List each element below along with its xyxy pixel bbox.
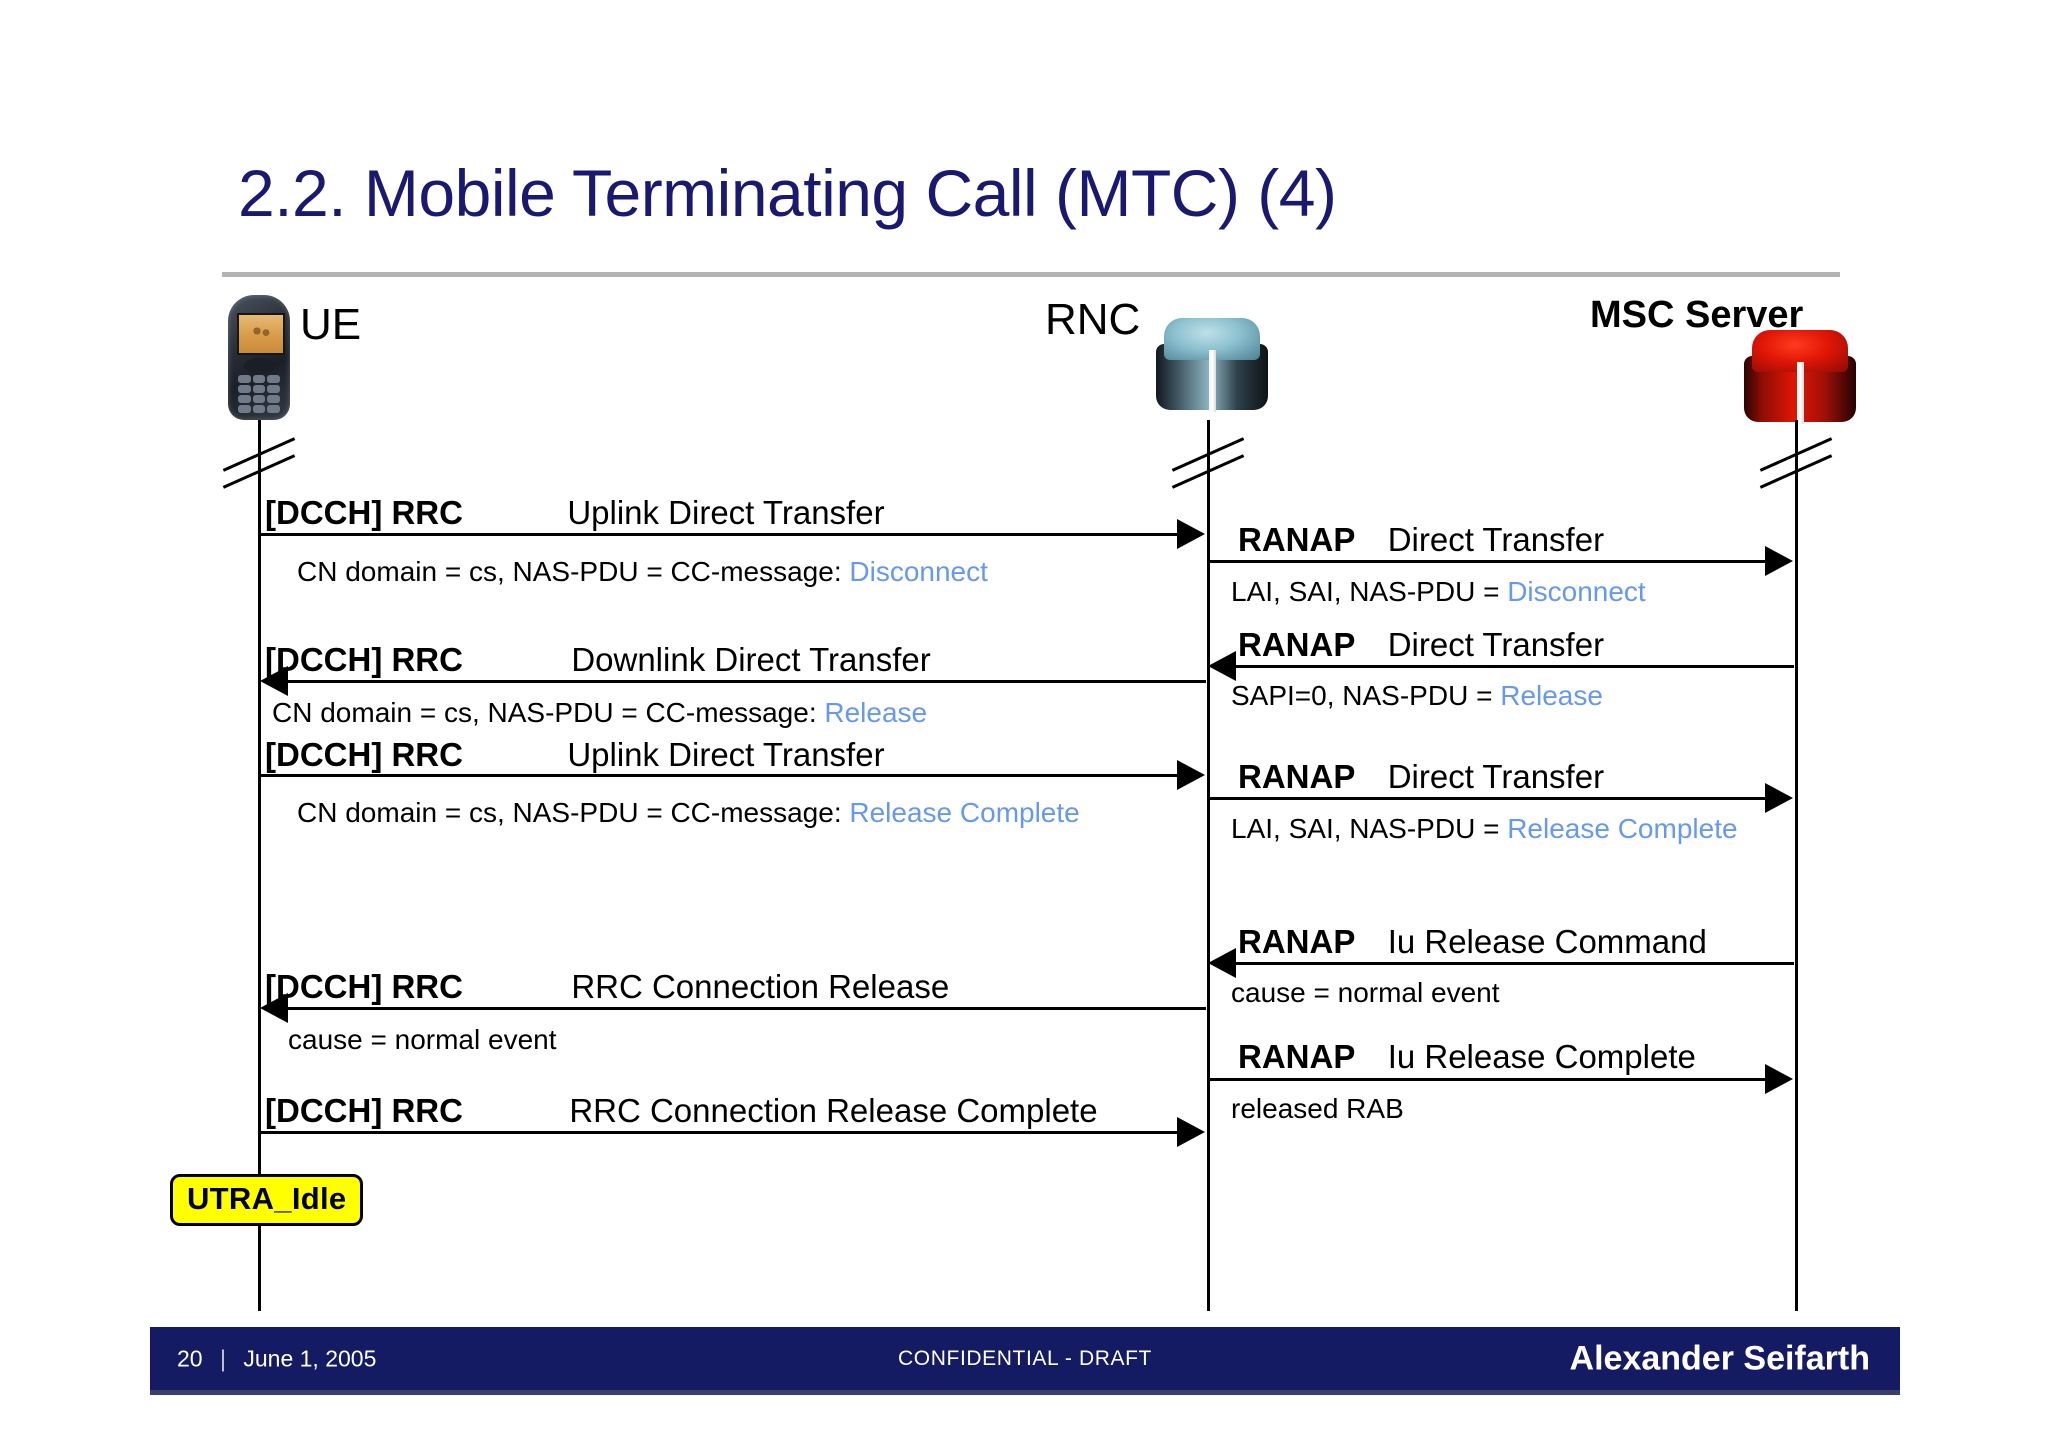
lifeline-ue (258, 455, 261, 1311)
message-protocol-m3: [DCCH] RRC (265, 641, 463, 678)
lifeline-stub-rnc (1207, 420, 1210, 462)
status-badge: UTRA_Idle (170, 1174, 364, 1226)
message-protocol-m10: [DCCH] RRC (265, 1092, 463, 1129)
message-params-prefix-m3: CN domain = cs, NAS-PDU = CC-message: (272, 697, 825, 728)
message-params-prefix-m9: released RAB (1231, 1093, 1404, 1124)
cube-icon-red (1740, 330, 1860, 430)
message-params-highlight-m1: Disconnect (849, 556, 988, 587)
message-protocol-m8: [DCCH] RRC (265, 968, 463, 1005)
lifeline-stub-ue (258, 420, 261, 462)
message-params-prefix-m5: CN domain = cs, NAS-PDU = CC-message: (297, 797, 850, 828)
message-name-m10: RRC Connection Release Complete (569, 1092, 1098, 1129)
message-params-highlight-m4: Release (1500, 680, 1603, 711)
phone-screen-icon (237, 313, 285, 355)
message-protocol-m5: [DCCH] RRC (265, 736, 463, 773)
message-params-highlight-m6: Release Complete (1507, 813, 1738, 844)
footer-left: 20 | June 1, 2005 (177, 1345, 376, 1372)
footer-classification: CONFIDENTIAL - DRAFT (898, 1346, 1152, 1370)
message-protocol-m6: RANAP (1238, 758, 1356, 795)
message-label-m6: RANAP Direct Transfer (1238, 758, 1604, 796)
message-name-m5: Uplink Direct Transfer (567, 736, 885, 773)
message-name-m8: RRC Connection Release (571, 968, 950, 1005)
message-params-prefix-m6: LAI, SAI, NAS-PDU = (1231, 813, 1508, 844)
message-label-m2: RANAP Direct Transfer (1238, 521, 1604, 559)
message-label-m8: [DCCH] RRC RRC Connection Release (265, 968, 949, 1006)
phone-keypad-icon (238, 375, 280, 413)
message-params-prefix-m2: LAI, SAI, NAS-PDU = (1231, 576, 1508, 607)
message-name-m7: Iu Release Command (1387, 923, 1707, 960)
message-params-m6: LAI, SAI, NAS-PDU = Release Complete (1231, 813, 1738, 845)
footer-separator: | (219, 1345, 226, 1371)
footer-author: Alexander Seifarth (1569, 1339, 1870, 1377)
footer-date: June 1, 2005 (243, 1345, 377, 1371)
message-label-m4: RANAP Direct Transfer (1238, 626, 1604, 664)
message-name-m2: Direct Transfer (1387, 521, 1605, 558)
message-label-m7: RANAP Iu Release Command (1238, 923, 1707, 961)
message-label-m3: [DCCH] RRC Downlink Direct Transfer (265, 641, 931, 679)
node-label-rnc: RNC (1045, 295, 1141, 344)
message-params-prefix-m7: cause = normal event (1231, 977, 1500, 1008)
phone-navpad-icon (244, 358, 274, 373)
message-params-prefix-m4: SAPI=0, NAS-PDU = (1231, 680, 1501, 711)
message-label-m5: [DCCH] RRC Uplink Direct Transfer (265, 736, 885, 774)
message-label-m10: [DCCH] RRC RRC Connection Release Comple… (265, 1092, 1098, 1130)
message-protocol-m4: RANAP (1238, 626, 1356, 663)
title-divider (222, 272, 1840, 277)
message-params-highlight-m3: Release (824, 697, 928, 728)
footer-page-number: 20 (177, 1345, 203, 1371)
message-params-m2: LAI, SAI, NAS-PDU = Disconnect (1231, 576, 1646, 608)
message-params-m7: cause = normal event (1231, 977, 1500, 1009)
message-name-m6: Direct Transfer (1387, 758, 1605, 795)
message-params-prefix-m8: cause = normal event (288, 1024, 557, 1055)
message-name-m3: Downlink Direct Transfer (571, 641, 931, 678)
mobile-phone-icon (228, 295, 290, 420)
message-label-m9: RANAP Iu Release Complete (1238, 1038, 1696, 1076)
lifeline-msc (1795, 455, 1798, 1311)
message-name-m4: Direct Transfer (1387, 626, 1605, 663)
message-name-m1: Uplink Direct Transfer (567, 494, 885, 531)
node-label-msc: MSC Server (1590, 294, 1804, 336)
message-params-m9: released RAB (1231, 1093, 1404, 1125)
lifeline-stub-msc (1795, 420, 1798, 462)
message-name-m9: Iu Release Complete (1387, 1038, 1696, 1075)
cube-icon-blue (1152, 318, 1272, 418)
message-params-m4: SAPI=0, NAS-PDU = Release (1231, 680, 1603, 712)
footer-underline (150, 1390, 1900, 1395)
message-protocol-m2: RANAP (1238, 521, 1356, 558)
message-label-m1: [DCCH] RRC Uplink Direct Transfer (265, 494, 885, 532)
node-label-ue: UE (300, 300, 362, 349)
slide-footer: 20 | June 1, 2005 CONFIDENTIAL - DRAFT A… (150, 1327, 1900, 1395)
message-params-highlight-m5: Release Complete (849, 797, 1080, 828)
message-params-highlight-m2: Disconnect (1507, 576, 1646, 607)
message-params-prefix-m1: CN domain = cs, NAS-PDU = CC-message: (297, 556, 850, 587)
message-protocol-m9: RANAP (1238, 1038, 1356, 1075)
page-title: 2.2. Mobile Terminating Call (MTC) (4) (238, 156, 1337, 230)
lifeline-rnc (1207, 455, 1210, 1311)
message-params-m3: CN domain = cs, NAS-PDU = CC-message: Re… (272, 697, 927, 729)
message-protocol-m7: RANAP (1238, 923, 1356, 960)
message-protocol-m1: [DCCH] RRC (265, 494, 463, 531)
message-params-m5: CN domain = cs, NAS-PDU = CC-message: Re… (297, 797, 1080, 829)
message-params-m8: cause = normal event (288, 1024, 557, 1056)
message-params-m1: CN domain = cs, NAS-PDU = CC-message: Di… (297, 556, 988, 588)
